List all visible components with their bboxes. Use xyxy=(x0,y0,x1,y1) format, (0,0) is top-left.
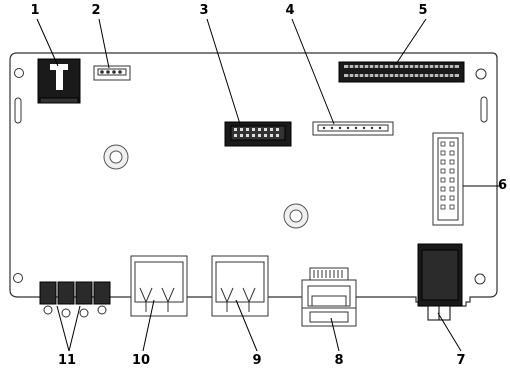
black-pin-header xyxy=(225,122,291,146)
small-header-connector xyxy=(94,66,130,80)
callout-5: 5 xyxy=(413,4,433,18)
callout-2: 2 xyxy=(86,4,106,18)
callout-11: 11 xyxy=(57,354,77,368)
white-cable-connector xyxy=(313,122,393,135)
callout-8: 8 xyxy=(329,354,349,368)
vertical-pin-header xyxy=(433,133,463,225)
standoff-left xyxy=(104,145,128,169)
standoff-right xyxy=(284,204,308,228)
callout-9: 9 xyxy=(247,354,267,368)
callout-6: 6 xyxy=(498,179,510,193)
callout-10: 10 xyxy=(131,354,151,368)
callout-3: 3 xyxy=(194,4,214,18)
power-switch-connector xyxy=(38,59,80,103)
network-style-jack xyxy=(302,268,356,326)
usb-port-pair-10 xyxy=(131,256,187,316)
callout-1: 1 xyxy=(25,4,45,18)
long-ribbon-header xyxy=(339,62,464,82)
usb-port-pair-9 xyxy=(212,256,268,316)
black-jack-connector xyxy=(418,244,462,320)
callout-7: 7 xyxy=(451,354,471,368)
callout-4: 4 xyxy=(280,4,300,18)
